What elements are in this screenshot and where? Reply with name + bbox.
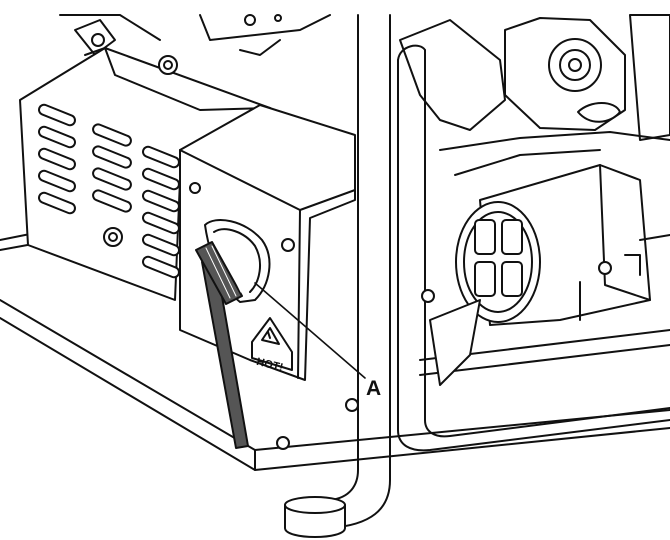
frame-bolts — [276, 289, 481, 450]
callout-a: A — [254, 282, 381, 400]
hot-warning-label: HOT! — [251, 317, 293, 374]
rubber-foot — [284, 496, 346, 538]
air-filter-housing — [455, 164, 670, 326]
callout-a-label: A — [366, 377, 381, 400]
muffler-heat-shield — [19, 47, 306, 301]
engine-right-assembly — [399, 14, 670, 176]
cleaning-brush — [195, 241, 249, 449]
